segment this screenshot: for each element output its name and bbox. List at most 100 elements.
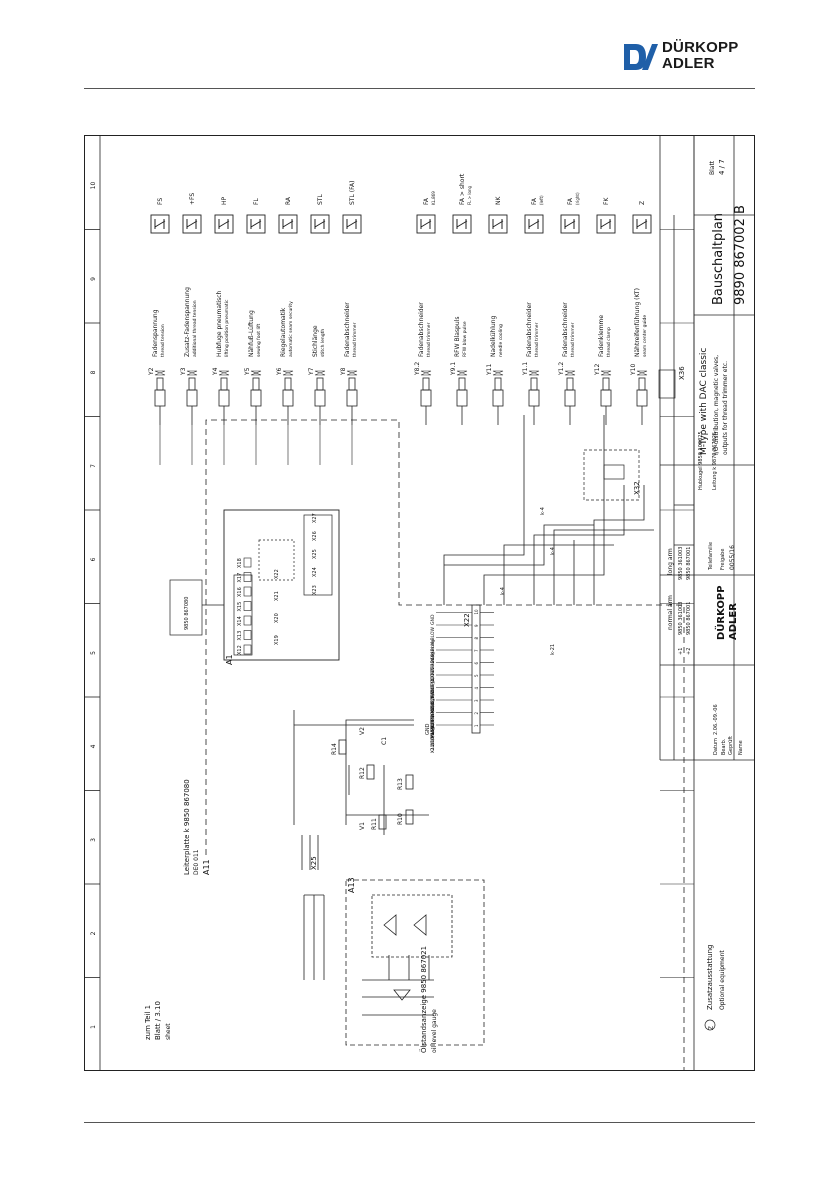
brand-logo: DÜRKOPP ADLER xyxy=(622,40,812,74)
r12-label: R12 xyxy=(359,767,366,779)
x22-signal: X11/26/OUT_1/OUT-PDS/V-BLM-BLOW xyxy=(430,626,436,710)
tb-logo-line-2: ADLER xyxy=(728,603,739,640)
valve-ref: Y3 xyxy=(180,367,187,376)
pcb-pin-label: X13 xyxy=(237,631,243,641)
valve-symbol-label: STL xyxy=(317,194,324,205)
valve-label-en: RFW blow pulse xyxy=(462,321,468,357)
x22-signal: -24V Umag xyxy=(430,652,436,677)
brand-logo-mark xyxy=(624,44,658,70)
valve-label-de: Hubfuge pneumatisch xyxy=(216,290,223,357)
valve-label-en: thread trimmer xyxy=(570,322,576,357)
valve-symbol-label: RA xyxy=(285,196,292,205)
tb-normal: normal arm xyxy=(667,595,674,630)
valve-symbol-label: FA > short xyxy=(459,173,466,205)
column-number: 2 xyxy=(90,931,97,935)
gauge-subtitle: oil level gauge xyxy=(431,1009,438,1053)
tb-sheet-label: Blatt xyxy=(709,160,716,175)
tb-row-long: 9850 867001 xyxy=(686,547,692,580)
x36-label: X36 xyxy=(678,366,686,380)
column-number: 3 xyxy=(90,838,97,842)
valve-label-en: lifting position pneumatic xyxy=(224,299,230,357)
x22-pin-number: 5 xyxy=(474,674,479,677)
valve-label-de: Fadenabschneider xyxy=(418,302,425,357)
valve-ref: Y1.1 xyxy=(522,362,529,376)
valve-ref: Y8.2 xyxy=(414,362,421,376)
pcb-pin-label: X20 xyxy=(274,613,280,623)
tb-long: long arm xyxy=(667,548,674,575)
pcb-pin-headers: X12X13X14X15X16X17X18X19X20X21X22X23X24X… xyxy=(237,513,318,655)
valve-symbol-label: FS xyxy=(157,198,164,205)
valve-label-de: Nadelkühlung xyxy=(490,316,497,358)
pcb-pin-label: X18 xyxy=(237,558,243,568)
valve-ref: Y11 xyxy=(486,364,493,376)
x22-label: X22 xyxy=(463,613,471,627)
valve-label-en: thread clamp xyxy=(606,327,612,357)
x22-connector: 1-24V Umag2X11/1/PWM6/TTR3X11/5/PWM6/OUT… xyxy=(430,604,494,753)
footer-rule xyxy=(84,1122,755,1123)
valve-symbol-label: STL (FA) xyxy=(349,181,356,205)
valve-label-de: RFW Blaspuls xyxy=(454,317,461,357)
x22-signal: X11/8/PWM3/OUT-TCL xyxy=(430,664,436,713)
pcb-pin-label: X21 xyxy=(274,591,280,601)
valve-label-en: thread tension xyxy=(160,324,166,357)
valve-symbol-label: FK xyxy=(603,197,610,205)
tb-row-index: +2 xyxy=(686,648,692,655)
side-plate-title: Leiterplatte k 9850 867080 xyxy=(183,779,191,875)
valve-symbol-label: FL xyxy=(253,198,260,205)
side-plate-ref: A11 xyxy=(202,859,211,875)
title-block xyxy=(659,135,755,761)
valve-label-de: Nähfuß-Lüftung xyxy=(248,310,255,357)
legend-de: Zusatzausstattung xyxy=(706,945,714,1010)
valve-label-de: Fadenabschneider xyxy=(562,302,569,357)
tb-desc-2: I/O-distribution, magnetic valves, xyxy=(713,355,720,455)
valve-symbol-note: (right) xyxy=(575,192,580,205)
v2-label: V2 xyxy=(359,727,366,735)
valve-label-de: Fadenabschneider xyxy=(526,302,533,357)
tb-row-normal: 9850 361003 xyxy=(678,602,684,635)
x22-pin-number: 8 xyxy=(474,637,479,640)
pcb-pin-label: X24 xyxy=(312,567,318,577)
valve-symbol-note: (left) xyxy=(539,195,544,205)
tb-number: 9890 867002 B xyxy=(733,205,748,305)
x22-signal: X11/18/OUT_5/OUT-NC xyxy=(430,677,436,728)
v1-label: V1 xyxy=(359,822,366,830)
gauge-box xyxy=(345,879,485,1046)
pcb-pin-label: X15 xyxy=(237,602,243,612)
valve-ref: Y1.2 xyxy=(558,362,565,376)
valve-ref: Y10 xyxy=(630,364,637,376)
tb-sheet-no: 4 / 7 xyxy=(718,159,726,175)
brand-line-2: ADLER xyxy=(662,55,715,72)
valve-ref: Y2 xyxy=(148,367,155,376)
x22-pin-number: 7 xyxy=(474,649,479,652)
left-ref-line-1: zum Teil 1 xyxy=(144,1005,152,1040)
left-ref-line-2: Blatt / 3.10 xyxy=(154,1001,162,1040)
valve-label-en: thread trimmer xyxy=(352,322,358,357)
pcb-pin-label: X17 xyxy=(237,573,243,583)
hubkugel-note: Hubkugel 9850 100025 xyxy=(698,431,704,490)
valve-label-en: stitch length xyxy=(320,329,326,357)
resistor-network xyxy=(293,710,429,835)
r11-label: R11 xyxy=(371,818,378,830)
x22-pin-number: 4 xyxy=(474,687,479,690)
valve-label-en: additional thread tension xyxy=(192,300,198,357)
valve-symbol-label: FA xyxy=(567,197,574,205)
column-number: 4 xyxy=(90,744,97,748)
x22-signal: -24V Umag xyxy=(430,727,436,752)
x22-signal: -24V Umag xyxy=(430,639,436,664)
tb-date-label: Datum xyxy=(713,738,719,755)
valve-ref: Y12 xyxy=(594,364,601,376)
tb-desc-1: M-Type with DAC classic xyxy=(699,348,709,455)
valve-label-en: sewing foot lift xyxy=(256,324,262,357)
wire-tag: k-4 xyxy=(550,547,556,555)
x32-block xyxy=(583,449,640,501)
